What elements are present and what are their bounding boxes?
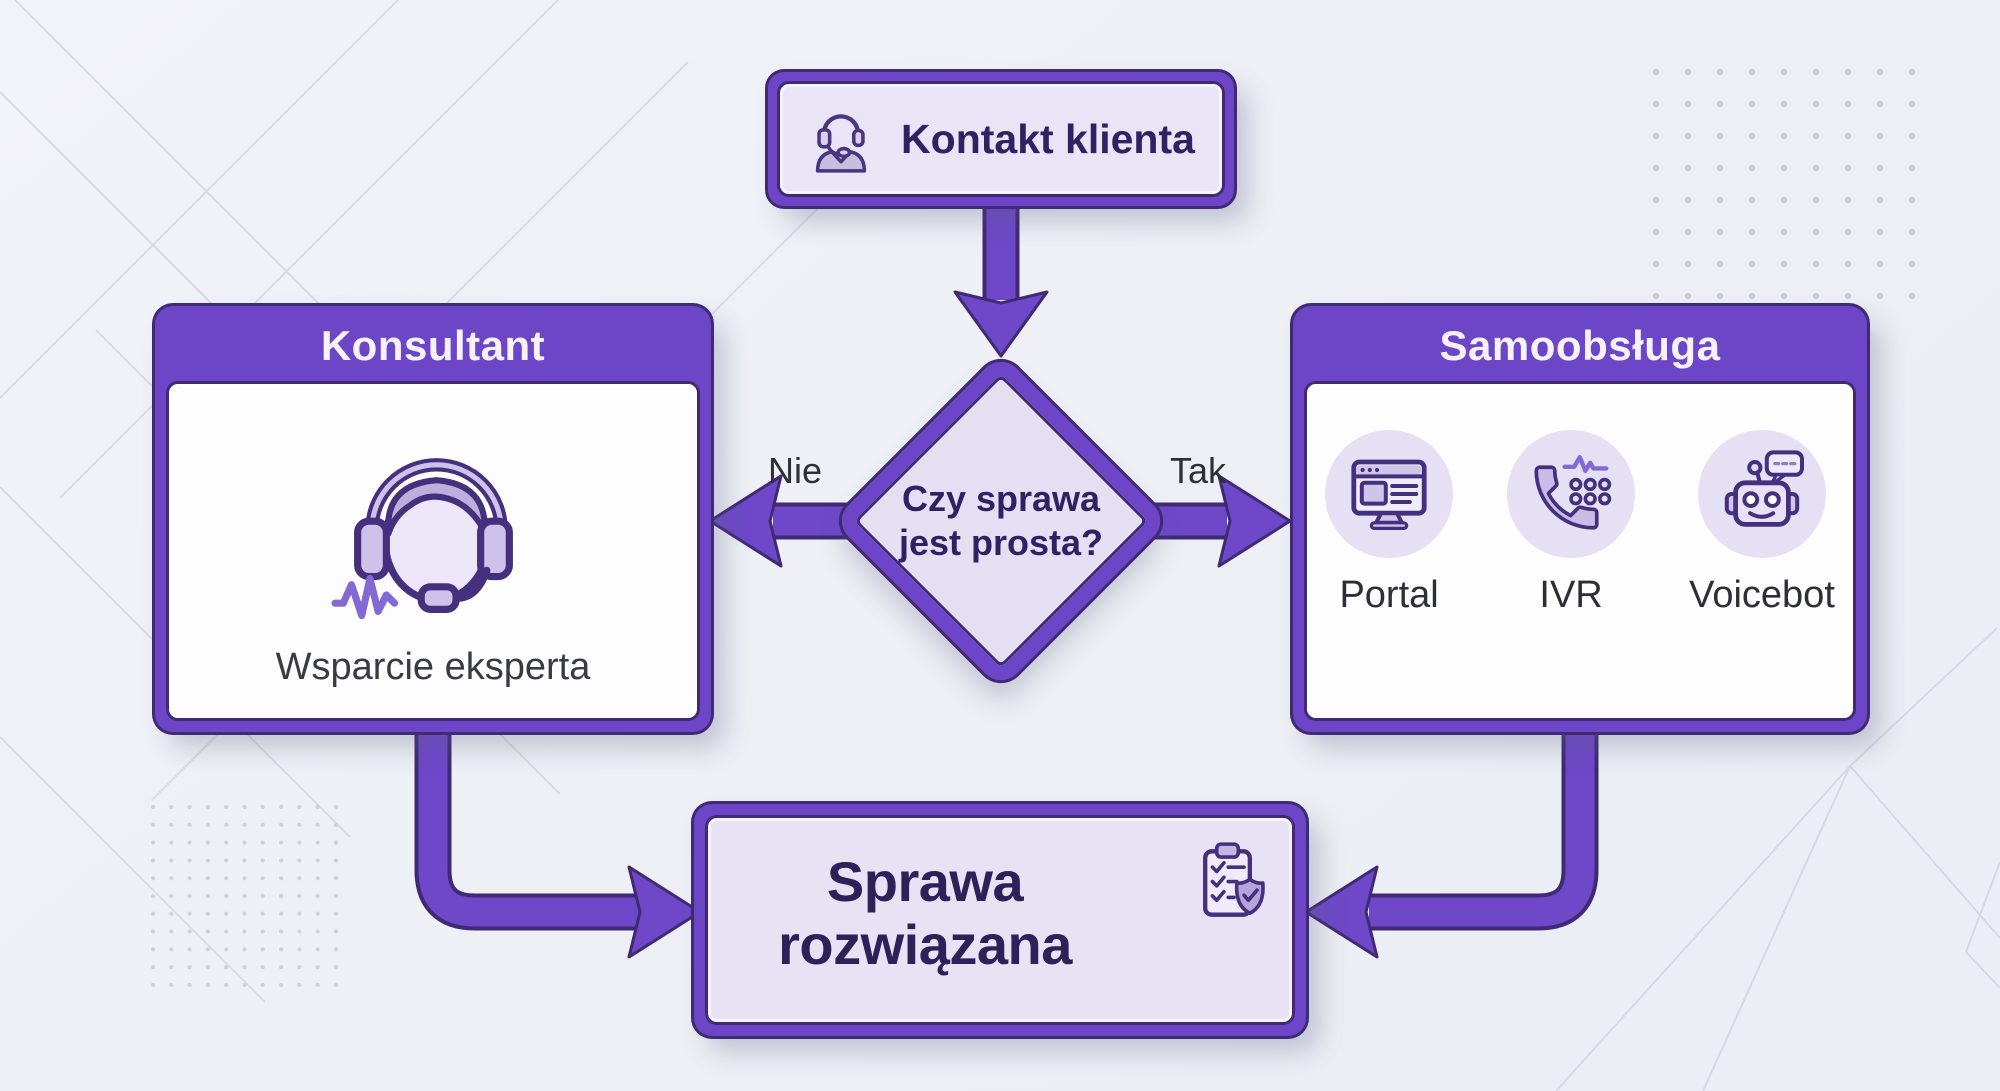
node-consultant-caption: Wsparcie eksperta (275, 646, 591, 688)
voicebot-icon (1724, 450, 1804, 527)
consultant-headset-icon (331, 458, 513, 620)
node-consultant: Konsultant Wsparcie eksperta (155, 306, 711, 732)
branch-label-no: Nie (767, 450, 823, 491)
selfservice-option-voicebot: Voicebot (1689, 430, 1835, 617)
bg-dot-grid-bottom-left (150, 804, 342, 988)
node-contact-label: Kontakt klienta (901, 115, 1195, 162)
arrowhead-right-icon (1217, 474, 1292, 568)
arrow-consultant-to-resolved (414, 715, 643, 931)
node-selfservice-title: Samoobsługa (1439, 322, 1721, 369)
node-resolved-line1: Sprawa (826, 849, 1024, 913)
branch-label-yes: Tak (1169, 450, 1227, 491)
arrow-selfservice-to-resolved (1369, 715, 1599, 931)
arrowhead-left-icon (708, 474, 783, 568)
checklist-shield-icon (1203, 842, 1265, 917)
support-agent-icon (815, 114, 867, 173)
selfservice-option-portal: Portal (1325, 430, 1454, 617)
voice-wave-icon (331, 575, 398, 620)
node-contact: Kontakt klienta (768, 72, 1234, 206)
node-resolved: Sprawa rozwiązana (694, 804, 1306, 1036)
arrowhead-down-icon (953, 290, 1049, 358)
arrowhead-into-resolved-right-icon (1304, 865, 1379, 959)
node-resolved-line2: rozwiązana (778, 913, 1072, 976)
selfservice-option-ivr: IVR (1507, 430, 1636, 617)
node-consultant-title: Konsultant (320, 322, 546, 369)
node-selfservice: Samoobsługa (1293, 306, 1867, 732)
arrowhead-into-resolved-left-icon (627, 865, 702, 959)
decision-question: Czy sprawa jest prosta? (898, 478, 1104, 563)
bg-dot-grid-top-right (1652, 68, 1920, 312)
bg-fan-lines (1555, 627, 2000, 1091)
ivr-phone-icon (1534, 455, 1612, 530)
portal-icon (1351, 459, 1427, 530)
